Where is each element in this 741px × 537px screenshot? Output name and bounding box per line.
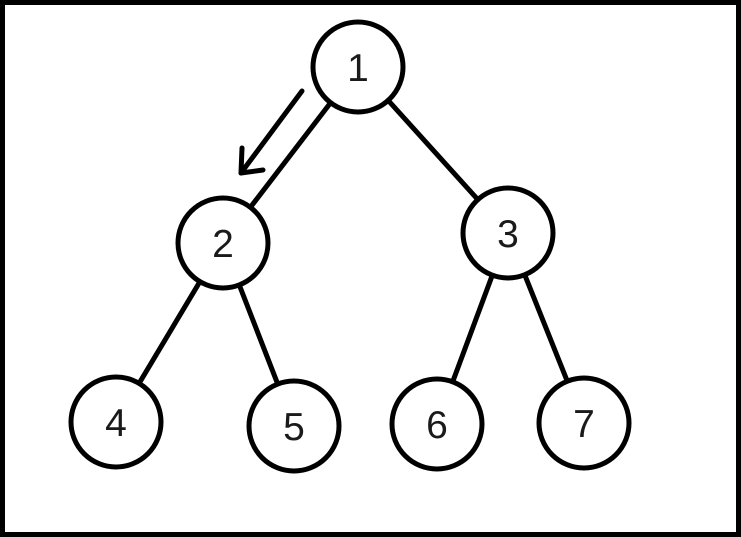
tree-node-5-circle xyxy=(246,378,342,474)
tree-node-2-label: 2 xyxy=(212,223,234,266)
tree-node-5-label: 5 xyxy=(283,406,305,449)
tree-node-7-circle xyxy=(536,375,632,471)
tree-node-6: 6 xyxy=(389,376,485,472)
tree-node-3: 3 xyxy=(460,185,556,281)
tree-node-7-label: 7 xyxy=(573,403,595,446)
tree-node-1-label: 1 xyxy=(347,47,369,90)
tree-node-7: 7 xyxy=(536,375,632,471)
tree-node-2-circle xyxy=(175,195,271,291)
traversal-arrow-shaft xyxy=(238,88,305,176)
tree-node-4-circle xyxy=(68,374,164,470)
tree-node-5: 5 xyxy=(246,378,342,474)
tree-node-1-circle xyxy=(310,19,406,115)
tree-node-4-label: 4 xyxy=(105,402,127,445)
tree-node-2: 2 xyxy=(175,195,271,291)
tree-node-6-label: 6 xyxy=(426,404,448,447)
tree-node-1: 1 xyxy=(310,19,406,115)
traversal-arrow-head xyxy=(238,145,266,176)
traversal-arrow xyxy=(238,88,305,176)
tree-node-3-circle xyxy=(460,185,556,281)
tree-node-3-label: 3 xyxy=(497,213,519,256)
tree-node-4: 4 xyxy=(68,374,164,470)
tree-node-6-circle xyxy=(389,376,485,472)
